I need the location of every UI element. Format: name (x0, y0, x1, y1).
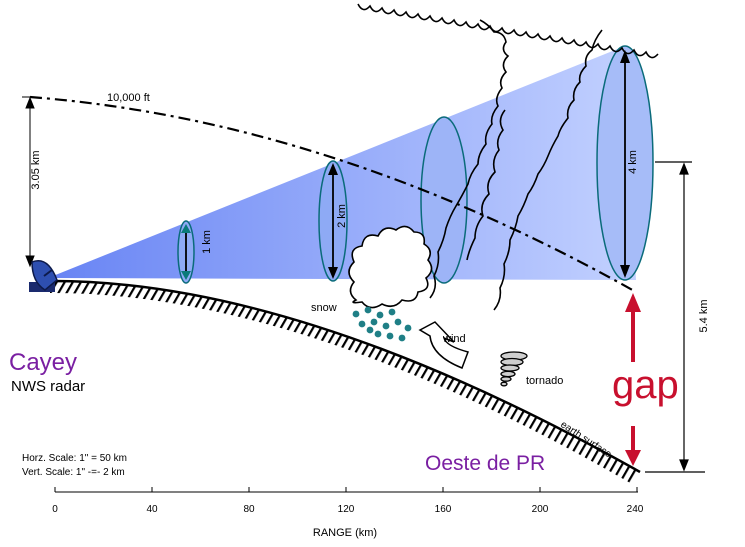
radar-type: NWS radar (11, 378, 85, 395)
width-label-2km: 2 km (336, 204, 348, 228)
gap-height-bracket (645, 161, 705, 473)
radar-beam (48, 46, 636, 280)
wind-arrow-icon (418, 321, 469, 369)
ceiling-label: 10,000 ft (107, 92, 150, 104)
height-label: 3.05 km (30, 150, 42, 189)
range-tick-labels: 0 40 80 120 160 200 240 (52, 504, 644, 515)
radar-name: Cayey (9, 349, 77, 376)
gap-label: gap (612, 363, 679, 407)
vertical-scale: Vert. Scale: 1" -=- 2 km (22, 467, 125, 478)
tick-label-40: 40 (146, 504, 158, 515)
snow-particles (352, 306, 412, 342)
snow-label: snow (311, 302, 337, 314)
horizontal-scale: Horz. Scale: 1" = 50 km (22, 453, 127, 464)
beam-width-arrows (181, 50, 630, 280)
range-axis (54, 487, 638, 493)
cloud-middle-column (466, 109, 506, 261)
wind-label: wind (442, 333, 466, 345)
cloud-tower-right (493, 29, 603, 311)
gap-arrows (625, 293, 641, 466)
beam-section-mid (420, 116, 468, 284)
tick-label-0: 0 (52, 504, 58, 515)
tick-label-120: 120 (338, 504, 355, 515)
cumulus-cloud (348, 225, 433, 309)
tick-label-80: 80 (243, 504, 255, 515)
earth-surface-line (49, 279, 641, 474)
radar-antenna-icon (29, 260, 58, 292)
tick-label-160: 160 (435, 504, 452, 515)
gap-height-label: 5.4 km (698, 299, 710, 332)
height-indicator (22, 96, 38, 268)
cloud-top-outline (357, 3, 659, 59)
tick-label-200: 200 (532, 504, 549, 515)
target-name: Oeste de PR (425, 452, 545, 475)
tornado-icon (500, 351, 528, 387)
cloud-tower-left (429, 19, 510, 299)
tornado-label: tornado (526, 375, 563, 387)
tick-label-240: 240 (627, 504, 644, 515)
width-label-1km: 1 km (201, 230, 213, 254)
width-label-4km: 4 km (627, 150, 639, 174)
beam-center-line (29, 95, 637, 293)
range-axis-title: RANGE (km) (313, 527, 377, 539)
